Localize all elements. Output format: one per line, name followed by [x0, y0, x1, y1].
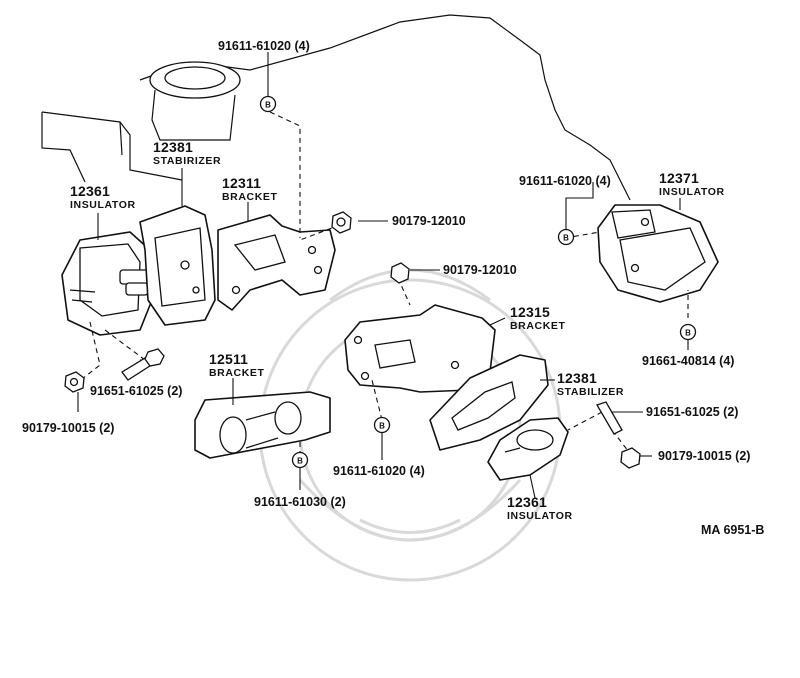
- stabilizer-12381-left: [139, 205, 216, 326]
- fastener-hardware: [64, 211, 641, 469]
- bolt-marker-bracket: B: [291, 451, 309, 469]
- svg-text:B: B: [297, 457, 303, 466]
- callout-12381-number: 12381: [153, 139, 193, 155]
- fastener-label: 91651-61025 (2): [90, 384, 183, 398]
- callout-12361-name: INSULATOR: [70, 199, 136, 211]
- fastener-label: 91611-61020 (4): [333, 464, 425, 478]
- insulator-12361-left: [61, 231, 153, 336]
- callout-12315-number: 12315: [510, 304, 550, 320]
- svg-text:B: B: [685, 329, 691, 338]
- callout-12361-number: 12361: [70, 183, 110, 199]
- callout-12371-number: 12371: [659, 170, 699, 186]
- fastener-label: 91611-61020 (4): [519, 174, 611, 188]
- bolt-marker-right-upper: B: [557, 228, 575, 246]
- bolt-marker-right-lower: B: [679, 323, 697, 341]
- svg-text:B: B: [563, 234, 569, 243]
- callout-12371-name: INSULATOR: [659, 186, 725, 198]
- diagram-reference-code: MA 6951-B: [701, 523, 765, 537]
- bracket-12315: [344, 304, 496, 393]
- svg-text:B: B: [265, 101, 271, 110]
- callout-12311-number: 12311: [222, 175, 262, 191]
- fastener-label: 91611-61020 (4): [218, 39, 310, 53]
- fastener-label: 91611-61030 (2): [254, 495, 346, 509]
- callout-12315-name: BRACKET: [510, 320, 566, 332]
- callout-12381b-number: 12381: [557, 370, 597, 386]
- insulator-12371: [597, 204, 719, 303]
- callout-12381-name: STABIRIZER: [153, 155, 222, 167]
- fastener-label: 90179-12010: [443, 263, 517, 277]
- callout-12511-name: BRACKET: [209, 367, 265, 379]
- bolt-markers: B B B B B: [259, 95, 697, 469]
- svg-text:B: B: [379, 422, 385, 431]
- bolt-marker-top: B: [259, 95, 277, 113]
- stabilizer-12381-right: [429, 354, 549, 451]
- fastener-label: 90179-10015 (2): [658, 449, 751, 463]
- callout-12361b-number: 12361: [507, 494, 547, 510]
- fastener-label: 91651-61025 (2): [646, 405, 739, 419]
- callout-12361b-name: INSULATOR: [507, 510, 573, 522]
- bracket-12511: [194, 391, 331, 459]
- callout-12381b-name: STABILIZER: [557, 386, 625, 398]
- callout-12311-name: BRACKET: [222, 191, 278, 203]
- callout-12511-number: 12511: [209, 351, 249, 367]
- fastener-label: 90179-12010: [392, 214, 466, 228]
- bolt-marker-center: B: [373, 416, 391, 434]
- fastener-label: 90179-10015 (2): [22, 421, 115, 435]
- fastener-label: 91661-40814 (4): [642, 354, 735, 368]
- insulator-12361-right: [487, 417, 569, 481]
- engine-block-outline: [41, 14, 631, 201]
- bracket-12311: [217, 214, 336, 311]
